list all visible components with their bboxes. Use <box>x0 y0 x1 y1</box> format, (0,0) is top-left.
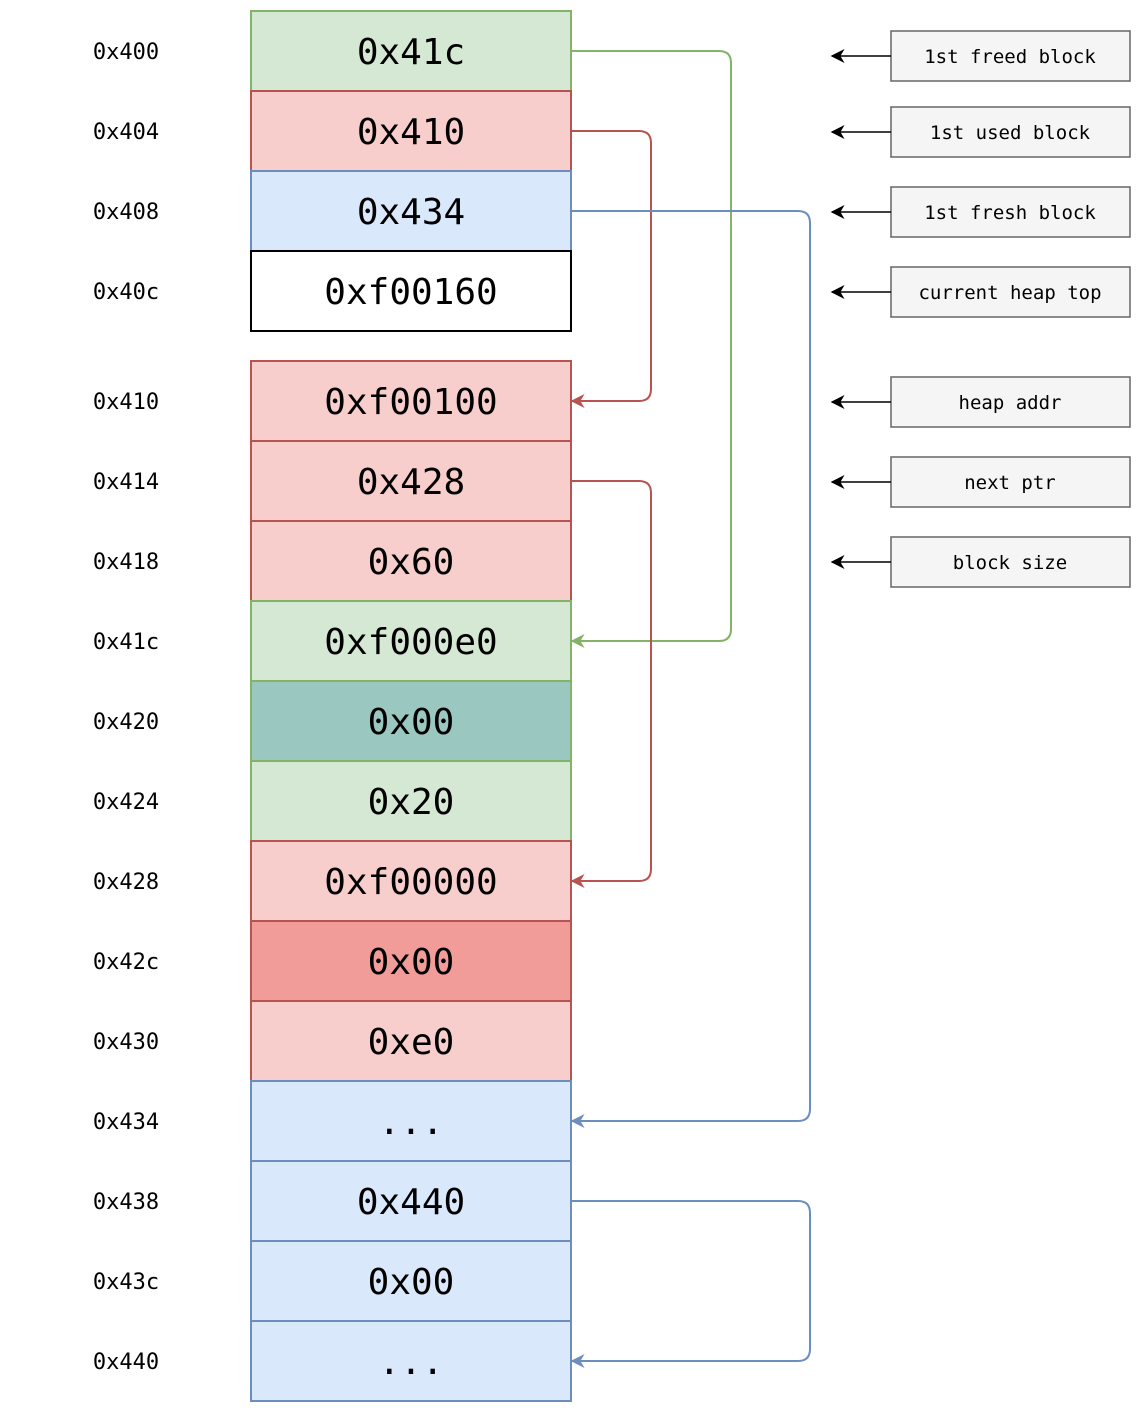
legend-item: block size <box>830 536 1131 588</box>
legend-label: next ptr <box>964 472 1056 494</box>
memory-cell: 0x60 <box>250 520 572 602</box>
memory-cell-box <box>250 1000 572 1082</box>
memory-cell-box <box>250 90 572 172</box>
address-label: 0x428 <box>93 870 159 895</box>
memory-cell-value: 0xe0 <box>368 1022 455 1063</box>
memory-cell-box <box>250 520 572 602</box>
memory-cell-value: 0xf00160 <box>324 272 497 313</box>
pointer-arrow <box>570 1200 811 1368</box>
memory-cell: ... <box>250 1320 572 1402</box>
pointer-connectors <box>570 50 811 1368</box>
legend: 1st freed block 1st used block 1st fresh b… <box>830 30 1131 588</box>
legend-label: block size <box>953 552 1067 574</box>
memory-cell: 0xf00000 <box>250 840 572 922</box>
legend-box <box>890 536 1131 588</box>
memory-cell-value: 0x60 <box>368 542 455 583</box>
memory-cell: 0x428 <box>250 440 572 522</box>
legend-item: 1st used block <box>830 106 1131 158</box>
memory-cell-value: 0x00 <box>368 942 455 983</box>
memory-cell-box <box>250 1080 572 1162</box>
address-label: 0x400 <box>93 40 159 65</box>
legend-label: 1st used block <box>930 122 1091 144</box>
legend-item: 1st fresh block <box>830 186 1131 238</box>
pointer-arrow <box>570 50 732 648</box>
memory-cell: 0x20 <box>250 760 572 842</box>
address-label: 0x438 <box>93 1190 159 1215</box>
legend-item: heap addr <box>830 376 1131 428</box>
memory-cell-box <box>250 840 572 922</box>
address-label: 0x410 <box>93 390 159 415</box>
memory-cell: 0xf00160 <box>250 250 572 332</box>
legend-item: next ptr <box>830 456 1131 508</box>
memory-cell-box <box>250 1160 572 1242</box>
legend-label: current heap top <box>918 282 1101 304</box>
memory-cell: 0x434 <box>250 170 572 252</box>
memory-cells: 0x41c 0x410 0x434 0xf00160 0xf00100 0x428 0x60… <box>250 10 572 1402</box>
address-label: 0x40c <box>93 280 159 305</box>
memory-cell-value: 0x434 <box>357 192 465 233</box>
address-label: 0x424 <box>93 790 159 815</box>
pointer-arrow <box>570 130 652 408</box>
memory-cell-value: 0xf00100 <box>324 382 497 423</box>
legend-box <box>890 106 1131 158</box>
memory-cell: 0x00 <box>250 920 572 1002</box>
legend-item: 1st freed block <box>830 30 1131 82</box>
memory-cell-box <box>250 600 572 682</box>
legend-label: 1st fresh block <box>924 202 1096 224</box>
legend-box <box>890 266 1131 318</box>
memory-cell-value: 0x20 <box>368 782 455 823</box>
legend-box <box>890 376 1131 428</box>
memory-cell-value: 0x00 <box>368 702 455 743</box>
pointer-arrow <box>570 210 811 1128</box>
memory-cell-value: 0x00 <box>368 1262 455 1303</box>
memory-cell-value: 0x41c <box>357 32 465 73</box>
address-label: 0x408 <box>93 200 159 225</box>
memory-cell: 0x00 <box>250 680 572 762</box>
legend-box <box>890 186 1131 238</box>
memory-cell: ... <box>250 1080 572 1162</box>
memory-cell-value: 0x410 <box>357 112 465 153</box>
memory-cell-box <box>250 760 572 842</box>
address-label: 0x42c <box>93 950 159 975</box>
memory-cell-box <box>250 680 572 762</box>
memory-cell-value: 0xf000e0 <box>324 622 497 663</box>
address-label: 0x41c <box>93 630 159 655</box>
memory-cell-box <box>250 250 572 332</box>
legend-label: 1st freed block <box>924 46 1096 68</box>
memory-cell-box <box>250 360 572 442</box>
memory-cell-box <box>250 920 572 1002</box>
address-label: 0x434 <box>93 1110 159 1135</box>
memory-cell-value: ... <box>378 1342 443 1383</box>
legend-item: current heap top <box>830 266 1131 318</box>
address-labels: 0x400 0x404 0x408 0x40c 0x410 0x414 0x418 0x41c… <box>93 40 159 1375</box>
memory-cell: 0x41c <box>250 10 572 92</box>
memory-cell-value: 0x428 <box>357 462 465 503</box>
memory-cell: 0x440 <box>250 1160 572 1242</box>
memory-cell-box <box>250 1320 572 1402</box>
memory-cell: 0xe0 <box>250 1000 572 1082</box>
memory-cell: 0x00 <box>250 1240 572 1322</box>
memory-cell-value: 0x440 <box>357 1182 465 1223</box>
legend-box <box>890 30 1131 82</box>
address-label: 0x43c <box>93 1270 159 1295</box>
legend-label: heap addr <box>959 392 1062 414</box>
address-label: 0x440 <box>93 1350 159 1375</box>
memory-cell-value: ... <box>378 1102 443 1143</box>
address-label: 0x404 <box>93 120 159 145</box>
address-label: 0x414 <box>93 470 159 495</box>
memory-cell: 0x410 <box>250 90 572 172</box>
address-label: 0x430 <box>93 1030 159 1055</box>
memory-cell: 0xf000e0 <box>250 600 572 682</box>
memory-cell: 0xf00100 <box>250 360 572 442</box>
address-label: 0x420 <box>93 710 159 735</box>
pointer-arrow <box>570 480 652 888</box>
memory-cell-box <box>250 440 572 522</box>
address-label: 0x418 <box>93 550 159 575</box>
memory-cell-value: 0xf00000 <box>324 862 497 903</box>
